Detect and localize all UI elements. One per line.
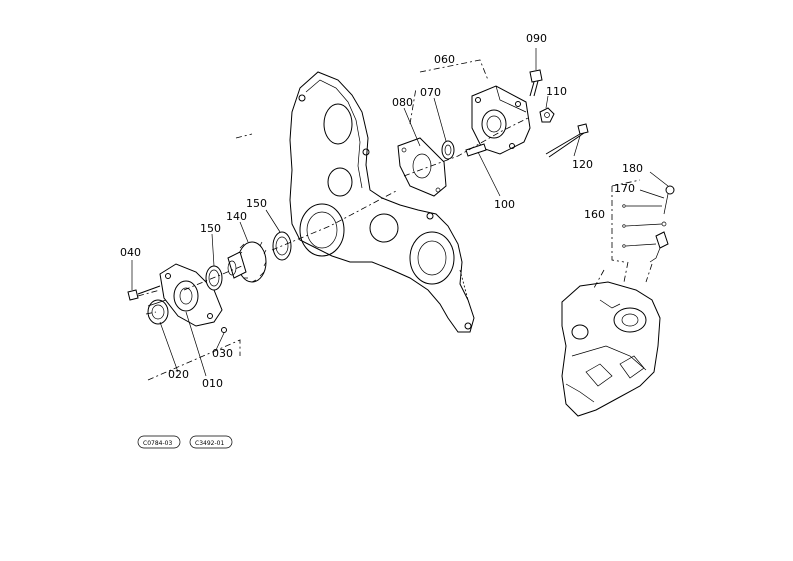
bracket-160 [611,179,641,263]
gear-140 [227,241,267,283]
reference-stamps: C0784-03 C3492-01 [137,435,233,449]
label-060: 060 [434,53,455,66]
pump-cover-housing [471,85,531,155]
leader-lines [131,48,669,377]
pin-100 [465,143,487,157]
label-070: 070 [420,86,441,99]
label-180: 180 [622,162,643,175]
oil-seal-020 [147,299,169,325]
gear-case [289,71,475,333]
label-040: 040 [120,246,141,259]
stamp-left: C0784-03 [143,440,172,447]
label-170: 170 [614,182,635,195]
label-030: 030 [212,347,233,360]
pin-030 [221,327,227,333]
label-080: 080 [392,96,413,109]
label-120: 120 [572,158,593,171]
label-010: 010 [202,377,223,390]
stamp-right: C3492-01 [195,440,224,447]
label-020: 020 [168,368,189,381]
label-140: 140 [226,210,247,223]
assembly-centerlines [137,117,529,315]
oil-pressure-switch-assy [649,185,675,263]
label-150-right: 150 [246,197,267,210]
label-150-left: 150 [200,222,221,235]
bracket-060 [409,59,489,125]
bracket-010 [147,339,241,381]
engine-block-detail [561,261,661,417]
label-100: 100 [494,198,515,211]
label-110: 110 [546,85,567,98]
label-160: 160 [584,208,605,221]
nut-110 [539,107,555,123]
label-090: 090 [526,32,547,45]
bolt-090 [529,69,543,97]
gasket [397,137,447,197]
o-ring-070 [441,140,455,160]
stud-bolt-120 [545,123,589,158]
bolt-040 [127,285,161,301]
pump-body-010 [159,263,223,327]
